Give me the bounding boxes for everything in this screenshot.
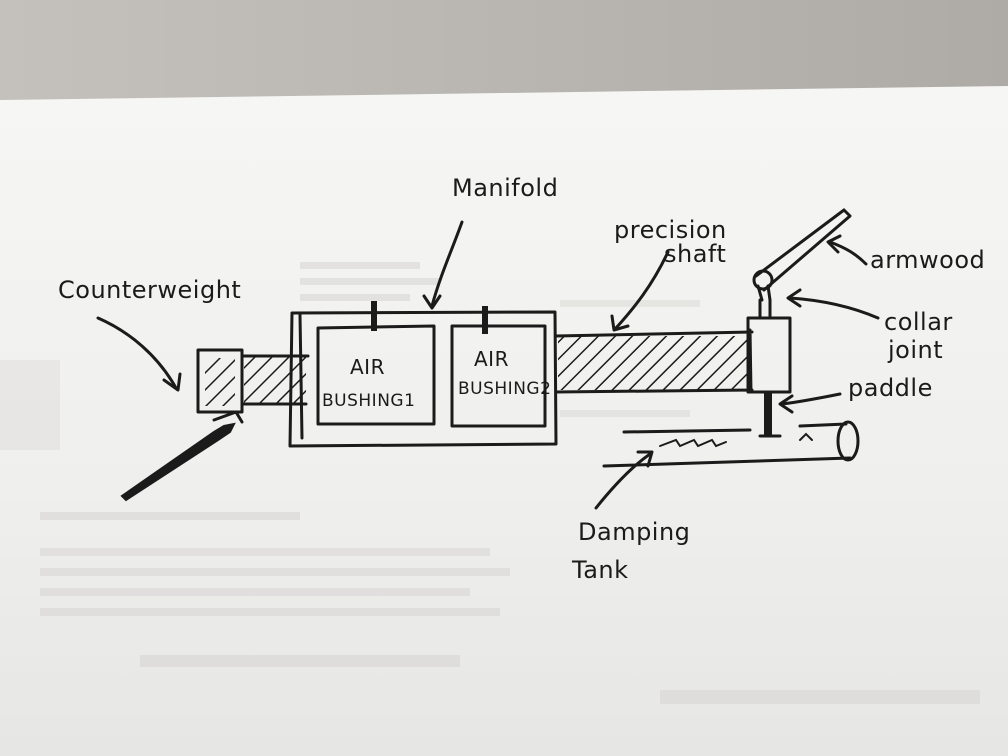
manifold-leader — [430, 220, 464, 308]
counterweight-hatching — [205, 358, 235, 406]
label-collar: collar — [884, 308, 953, 336]
precision-shaft-arrowhead — [610, 314, 630, 332]
counterweight-block — [196, 348, 244, 414]
armwood-arrowhead — [826, 234, 842, 254]
show-through-text — [0, 262, 980, 704]
pivot-link — [756, 284, 772, 302]
label-counterweight: Counterweight — [58, 276, 241, 304]
collar-joint-leader — [788, 296, 880, 320]
tank-end-cap — [836, 420, 860, 462]
air-bushing-2-box — [450, 324, 547, 428]
air-bushing-1-box — [316, 324, 436, 426]
precision-shaft-leader — [614, 250, 670, 330]
damping-tank-arrowhead — [636, 450, 654, 468]
paper-sheet — [0, 86, 1008, 756]
liquid-ripple-2 — [799, 432, 813, 441]
support-clamp — [212, 410, 244, 424]
armwood-leader — [828, 240, 868, 266]
tank-top-edge-right — [798, 422, 848, 428]
label-air-bushing-2-line2: BUSHING2 — [458, 379, 551, 399]
label-shaft: shaft — [664, 240, 726, 268]
support-rod — [120, 422, 236, 502]
collar-joint-post — [758, 298, 772, 320]
tank-bottom-edge — [602, 456, 852, 468]
label-paddle: paddle — [848, 374, 933, 402]
left-shaft-hatched — [244, 356, 306, 404]
paddle — [764, 392, 772, 436]
label-air-bushing-1-line1: AIR — [350, 355, 385, 379]
label-joint: joint — [887, 336, 943, 364]
label-air-bushing-1-line2: BUSHING1 — [322, 391, 415, 411]
damping-tank-leader — [594, 452, 652, 510]
liquid-ripple-1 — [659, 438, 727, 448]
collar-joint-arrowhead — [786, 288, 802, 308]
paddle-leader — [780, 392, 842, 406]
label-air-bushing-2-line1: AIR — [474, 347, 509, 371]
label-armwood: armwood — [870, 246, 985, 274]
precision-shaft-hatched — [558, 336, 750, 390]
label-tank: Tank — [571, 556, 629, 584]
label-precision: precision — [614, 216, 727, 244]
left-shaft-outline — [240, 354, 310, 406]
collar-joint-block — [746, 316, 792, 394]
label-damping: Damping — [578, 518, 690, 546]
air-port-1 — [371, 301, 377, 331]
arm — [754, 208, 852, 292]
label-manifold: Manifold — [452, 174, 558, 202]
precision-shaft-outline — [554, 328, 754, 394]
counterweight-leader — [96, 316, 178, 390]
air-port-2 — [482, 306, 488, 334]
counterweight-arrowhead — [162, 372, 182, 392]
manifold-arrowhead — [422, 294, 442, 310]
paddle-arrowhead — [778, 394, 794, 414]
tank-top-edge-left — [622, 428, 752, 434]
